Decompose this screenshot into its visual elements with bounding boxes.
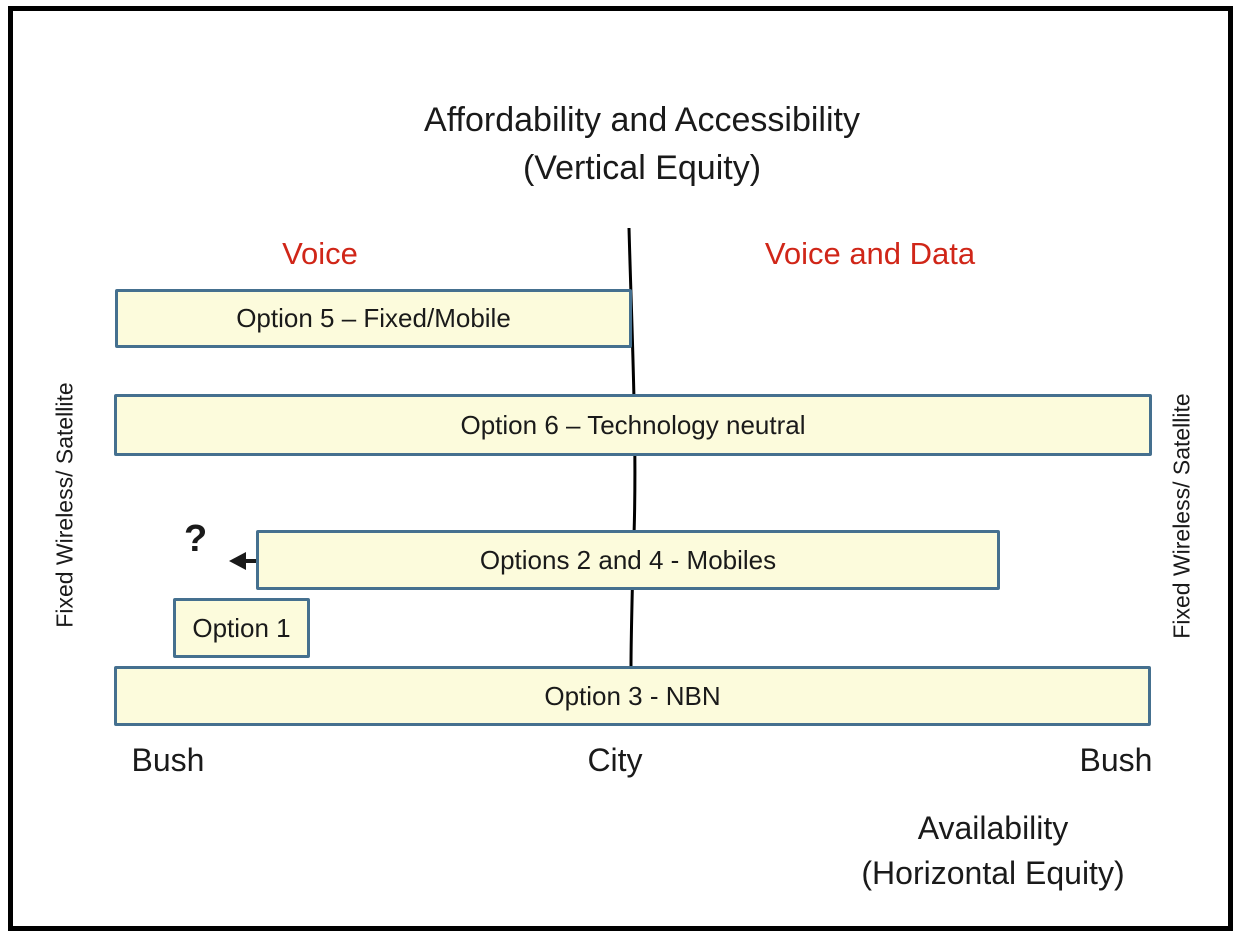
chart-title-line2: (Vertical Equity) bbox=[522, 149, 762, 187]
right-axis-label-fixed-wireless-satellite: Fixed Wireless/ Satellite bbox=[1168, 393, 1195, 639]
x-axis-label-bush-right: Bush bbox=[1079, 742, 1153, 778]
left-axis-label-fixed-wireless-satellite: Fixed Wireless/ Satellite bbox=[51, 382, 78, 628]
horizontal-axis-title-line2: (Horizontal Equity) bbox=[861, 855, 1125, 891]
bar-options-2-and-4-label: Options 2 and 4 - Mobiles bbox=[479, 544, 777, 575]
horizontal-axis-title-line1: Availability bbox=[917, 810, 1069, 846]
left-arrow-icon bbox=[229, 552, 258, 570]
x-axis-label-city: City bbox=[587, 742, 643, 778]
bar-option-1-label: Option 1 bbox=[192, 612, 291, 643]
chart-title: Affordability and Accessibility (Vertica… bbox=[424, 96, 860, 192]
bar-option-5-label: Option 5 – Fixed/Mobile bbox=[236, 303, 511, 333]
horizontal-axis-title: Availability (Horizontal Equity) bbox=[861, 806, 1124, 896]
bar-option-6-label: Option 6 – Technology neutral bbox=[460, 409, 806, 440]
bar-option-3-label: Option 3 - NBN bbox=[544, 680, 721, 711]
outer-frame bbox=[8, 6, 1233, 931]
bar-option-6: Option 6 – Technology neutral bbox=[114, 394, 1152, 456]
bar-option-3: Option 3 - NBN bbox=[114, 666, 1151, 726]
bar-options-2-and-4: Options 2 and 4 - Mobiles bbox=[256, 530, 1000, 590]
question-mark-annotation: ? bbox=[184, 518, 208, 560]
x-axis-label-bush-left: Bush bbox=[131, 742, 205, 778]
bar-option-5: Option 5 – Fixed/Mobile bbox=[115, 289, 632, 348]
chart-title-line1: Affordability and Accessibility bbox=[424, 101, 860, 139]
bar-option-1: Option 1 bbox=[173, 598, 310, 658]
column-label-voice-and-data: Voice and Data bbox=[764, 236, 976, 271]
column-label-voice: Voice bbox=[282, 236, 358, 271]
